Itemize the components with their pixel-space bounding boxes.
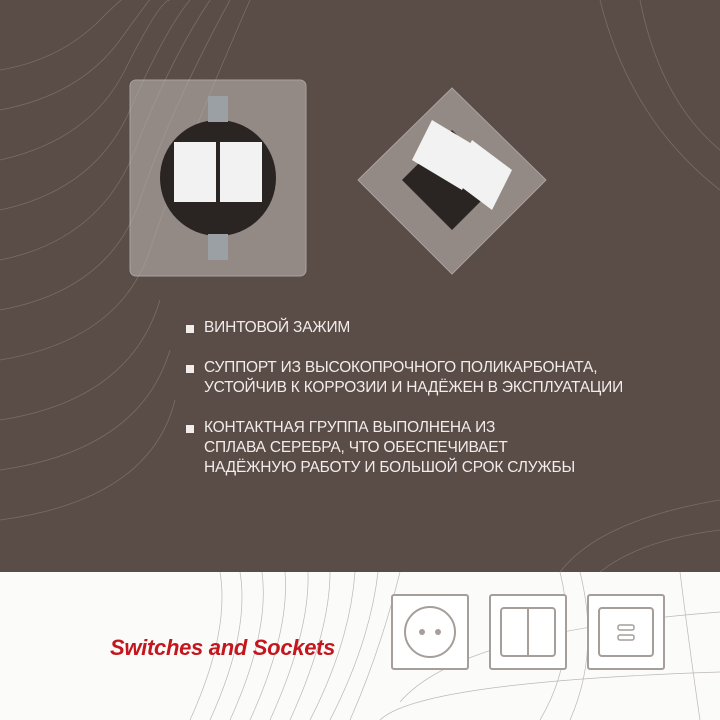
feature-item: СУППОРТ ИЗ ВЫСОКОПРОЧНОГО ПОЛИКАРБОНАТА,… bbox=[186, 358, 626, 398]
square-bullet-icon bbox=[186, 325, 194, 333]
feature-text: КОНТАКТНАЯ ГРУППА ВЫПОЛНЕНА ИЗ bbox=[204, 419, 496, 436]
brand-title: Switches and Sockets bbox=[110, 635, 336, 660]
feature-list: ВИНТОВОЙ ЗАЖИМ СУППОРТ ИЗ ВЫСОКОПРОЧНОГО… bbox=[186, 318, 626, 498]
feature-text: СУППОРТ ИЗ ВЫСОКОПРОЧНОГО ПОЛИКАРБОНАТА, bbox=[204, 359, 598, 376]
contour-lines-decoration bbox=[0, 0, 720, 572]
socket-angled-view-image bbox=[357, 87, 547, 275]
feature-text: ВИНТОВОЙ ЗАЖИМ bbox=[204, 319, 351, 336]
feature-text: СПЛАВА СЕРЕБРА, ЧТО ОБЕСПЕЧИВАЕТ bbox=[204, 439, 508, 456]
double-switch-icon bbox=[489, 594, 567, 670]
feature-text: УСТОЙЧИВ К КОРРОЗИИ И НАДЁЖЕН В ЭКСПЛУАТ… bbox=[204, 379, 624, 396]
socket-front-view-image bbox=[129, 79, 307, 277]
feature-item: КОНТАКТНАЯ ГРУППА ВЫПОЛНЕНА ИЗ СПЛАВА СЕР… bbox=[186, 418, 626, 478]
usb-socket-icon bbox=[587, 594, 665, 670]
square-bullet-icon bbox=[186, 425, 194, 433]
feature-text: НАДЁЖНУЮ РАБОТУ И БОЛЬШОЙ СРОК СЛУЖБЫ bbox=[204, 459, 575, 476]
dark-background bbox=[0, 0, 720, 572]
feature-item: ВИНТОВОЙ ЗАЖИМ bbox=[186, 318, 626, 338]
square-bullet-icon bbox=[186, 365, 194, 373]
socket-icon bbox=[391, 594, 469, 670]
